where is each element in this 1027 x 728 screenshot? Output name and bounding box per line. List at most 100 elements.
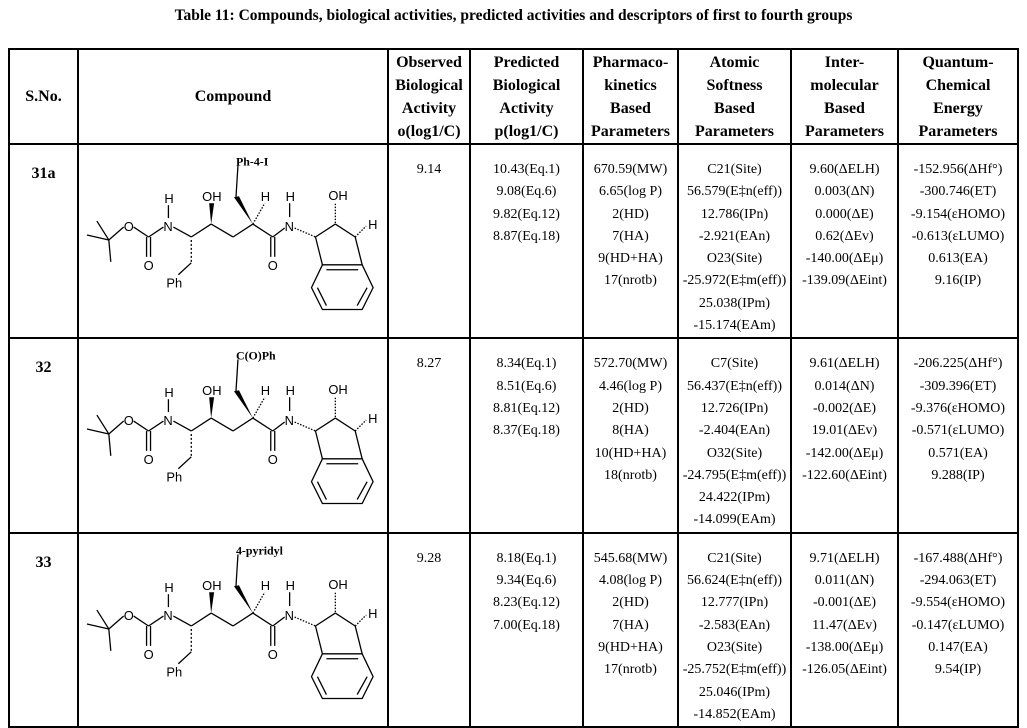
cell-value: 56.624(E‡n(eff)) — [687, 573, 782, 589]
atom-n: N — [163, 608, 172, 623]
cell-value: 10.43(Eq.1) — [493, 162, 560, 177]
atom-n: N — [285, 413, 294, 428]
cell-value: 8.23(Eq.12) — [493, 595, 560, 611]
cell-value: 9.54(IP) — [934, 662, 982, 678]
atom-h: H — [286, 384, 295, 399]
header-text: Biological — [492, 76, 561, 94]
atom-h: H — [368, 217, 377, 232]
cell-value: 8.87(Eq.18) — [493, 228, 560, 244]
header-text: Observed — [396, 53, 462, 71]
atom-h: H — [261, 578, 270, 593]
cell-value: 2(HD) — [612, 595, 649, 611]
atom-o: O — [124, 219, 134, 234]
atom-n: N — [285, 608, 294, 623]
cell-value: 0.003(ΔN) — [814, 184, 875, 200]
atom-h: H — [164, 386, 173, 401]
atom-oh: OH — [202, 384, 221, 399]
table-title: Table 11: Compounds, biological activiti… — [174, 7, 853, 24]
header-text: Parameters — [694, 122, 775, 140]
header-text: Based — [610, 99, 651, 117]
atom-n: N — [163, 413, 172, 428]
cell-value: 11.47(ΔEv) — [812, 617, 877, 633]
cell-intermolecular: 9.71(ΔELH)0.011(ΔN)-0.001(ΔE)11.47(ΔEv)-… — [790, 531, 899, 728]
cell-value: 7.00(Eq.18) — [493, 617, 560, 633]
cell-value: 12.786(IPn) — [700, 206, 769, 222]
cell-compound: O O N H Ph OH H O N H OH H 4-pyridyl — [77, 531, 389, 728]
cell-value: -9.154(εHOMO) — [910, 206, 1006, 222]
atom-o: O — [124, 413, 134, 428]
cell-value: -2.404(EAn) — [698, 423, 771, 439]
atom-h: H — [164, 580, 173, 595]
cell-value: 670.59(MW) — [593, 162, 668, 177]
atom-ph: Ph — [166, 470, 182, 485]
cell-value: -309.396(ET) — [919, 378, 997, 394]
cell-value: 6.65(log P) — [599, 184, 662, 200]
atom-h: H — [368, 411, 377, 426]
cell-value: -24.795(E‡m(eff)) — [682, 467, 787, 483]
cell-value: 9.16(IP) — [934, 273, 982, 289]
cell-value: -0.002(ΔE) — [812, 400, 877, 416]
cell-value: 9.288(IP) — [931, 467, 985, 483]
cell-value: 0.014(ΔN) — [814, 378, 875, 394]
atom-oh: OH — [328, 577, 347, 592]
cell-value: -0.571(εLUMO) — [911, 423, 1005, 439]
cell-value: C21(Site) — [707, 550, 762, 566]
cell-sno: 31a — [8, 142, 79, 340]
cell-atomic-softness: C7(Site)56.437(E‡n(eff))12.726(IPn)-2.40… — [677, 337, 792, 534]
atom-oh: OH — [202, 189, 221, 204]
atom-h: H — [164, 191, 173, 206]
header-text: Based — [824, 99, 865, 117]
table-row: 31a O O N H Ph OH H O N H OH H Ph-4-I 9.… — [8, 142, 1019, 340]
cell-value: 17(nrotb) — [604, 273, 657, 289]
cell-value: 8.18(Eq.1) — [496, 550, 557, 566]
header-text: kinetics — [604, 76, 657, 94]
cell-value: 4.08(log P) — [599, 573, 662, 589]
cell-value: -139.09(ΔEint) — [802, 273, 887, 289]
cell-value: 9(HD+HA) — [598, 251, 663, 267]
cell-value: 7(HA) — [612, 617, 649, 633]
atom-o: O — [268, 452, 278, 467]
header-text: Activity — [499, 99, 554, 117]
cell-value: 9.60(ΔELH) — [809, 162, 880, 177]
cell-value: -138.00(ΔEμ) — [805, 639, 884, 655]
cell-compound: O O N H Ph OH H O N H OH H C(O)Ph — [77, 337, 389, 534]
cell-value: 12.777(IPn) — [700, 595, 769, 611]
cell-value: -126.05(ΔEint) — [802, 662, 887, 678]
cell-value: 545.68(MW) — [593, 550, 668, 566]
header-text: Energy — [933, 99, 983, 117]
header-text: Parameters — [804, 122, 885, 140]
header-text: Pharmaco- — [592, 53, 669, 71]
atom-o: O — [144, 647, 154, 662]
cell-atomic-softness: C21(Site)56.624(E‡n(eff))12.777(IPn)-2.5… — [677, 531, 792, 728]
atom-o: O — [144, 452, 154, 467]
molecule-structure: O O N H Ph OH H O N H OH H C(O)Ph — [86, 349, 377, 505]
cell-value: 8.37(Eq.18) — [493, 423, 560, 439]
cell-value: 56.579(E‡n(eff)) — [687, 184, 782, 200]
cell-value: O23(Site) — [706, 251, 763, 267]
cell-observed: 8.27 — [387, 337, 471, 534]
atom-o: O — [124, 608, 134, 623]
header-text: Parameters — [590, 122, 671, 140]
cell-value: 18(nrotb) — [604, 467, 657, 483]
cell-value: 9.61(ΔELH) — [809, 356, 880, 372]
cell-value: C7(Site) — [710, 356, 759, 372]
cell-value: 25.046(IPm) — [698, 684, 771, 700]
cell-pharmacokinetics: 670.59(MW)6.65(log P)2(HD)7(HA)9(HD+HA)1… — [582, 142, 679, 340]
header-text: o(log1/C) — [397, 122, 461, 140]
atom-o: O — [144, 258, 154, 273]
cell-value: 10(HD+HA) — [594, 445, 667, 461]
header-text: Activity — [401, 99, 457, 117]
table-row: 32 O O N H Ph OH H O N H OH H C(O)Ph 8.2… — [8, 337, 1019, 534]
cell-value: 9.71(ΔELH) — [809, 550, 880, 566]
cell-value: -142.00(ΔEμ) — [805, 445, 884, 461]
cell-value: -2.921(EAn) — [698, 228, 771, 244]
cell-quantum: -167.488(ΔHf°)-294.063(ET)-9.554(εHOMO)-… — [897, 531, 1019, 728]
cell-value: -14.099(EAm) — [693, 512, 776, 528]
cell-value: -167.488(ΔHf°) — [913, 550, 1003, 566]
